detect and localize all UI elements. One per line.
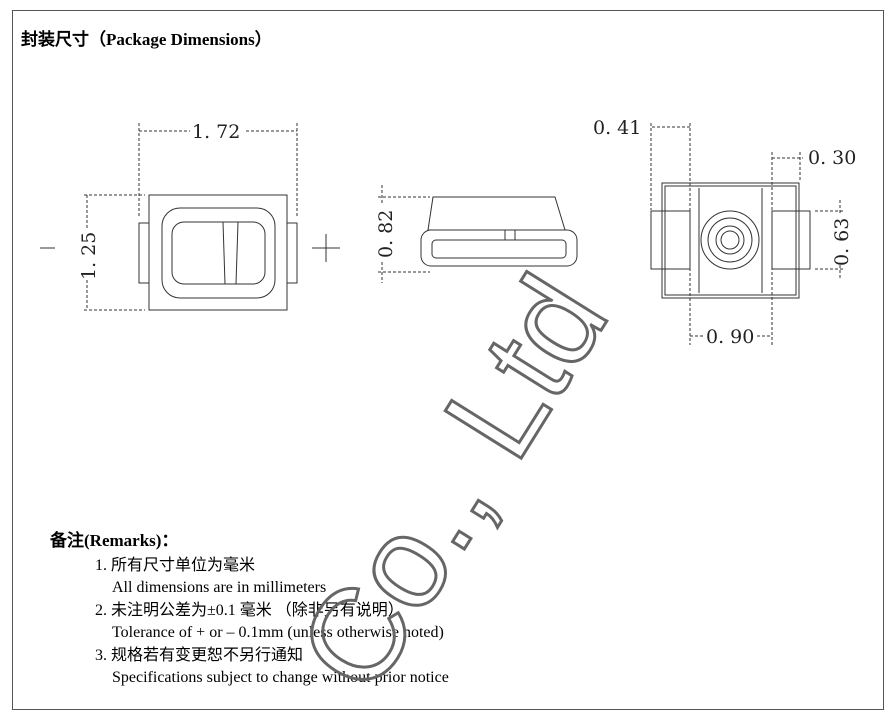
remark-cn: 3. 规格若有变更恕不另行通知 [95, 646, 304, 664]
remark-item: 2. 未注明公差为±0.1 毫米 （除非另有说明） Tolerance of +… [50, 600, 449, 645]
dim-0-30: 0. 30 [808, 147, 856, 169]
dim-pad-width-0-41: 0. 41 [593, 117, 641, 139]
dim-center-0-90: 0. 90 [706, 326, 754, 348]
dim-pad-height-0-63: 0. 63 [831, 218, 853, 266]
remark-cn: 2. 未注明公差为±0.1 毫米 （除非另有说明） [95, 601, 404, 619]
top-view: 1. 72 1. 25 [40, 121, 340, 311]
remarks-heading: 备注(Remarks)： [50, 531, 179, 550]
dim-width-1-72: 1. 72 [192, 121, 240, 143]
remark-item: 3. 规格若有变更恕不另行通知 Specifications subject t… [50, 645, 449, 690]
remark-en: All dimensions are in millimeters [112, 579, 327, 596]
dim-height-0-82: 0. 82 [375, 210, 397, 258]
side-view: 0. 82 [375, 185, 578, 283]
remark-item: 1. 所有尺寸单位为毫米 All dimensions are in milli… [50, 555, 449, 600]
remark-en: Specifications subject to change without… [112, 669, 449, 686]
remark-en: Tolerance of + or – 0.1mm (unless otherw… [112, 624, 444, 641]
remark-cn: 1. 所有尺寸单位为毫米 [95, 556, 256, 574]
remarks-section: 备注(Remarks)： 1. 所有尺寸单位为毫米 All dimensions… [50, 530, 449, 690]
dim-height-1-25: 1. 25 [78, 232, 100, 280]
bottom-view: 0. 41 0. 30 0. 63 0. 90 [593, 117, 856, 348]
page-title: 封装尺寸（Package Dimensions） [21, 30, 272, 49]
